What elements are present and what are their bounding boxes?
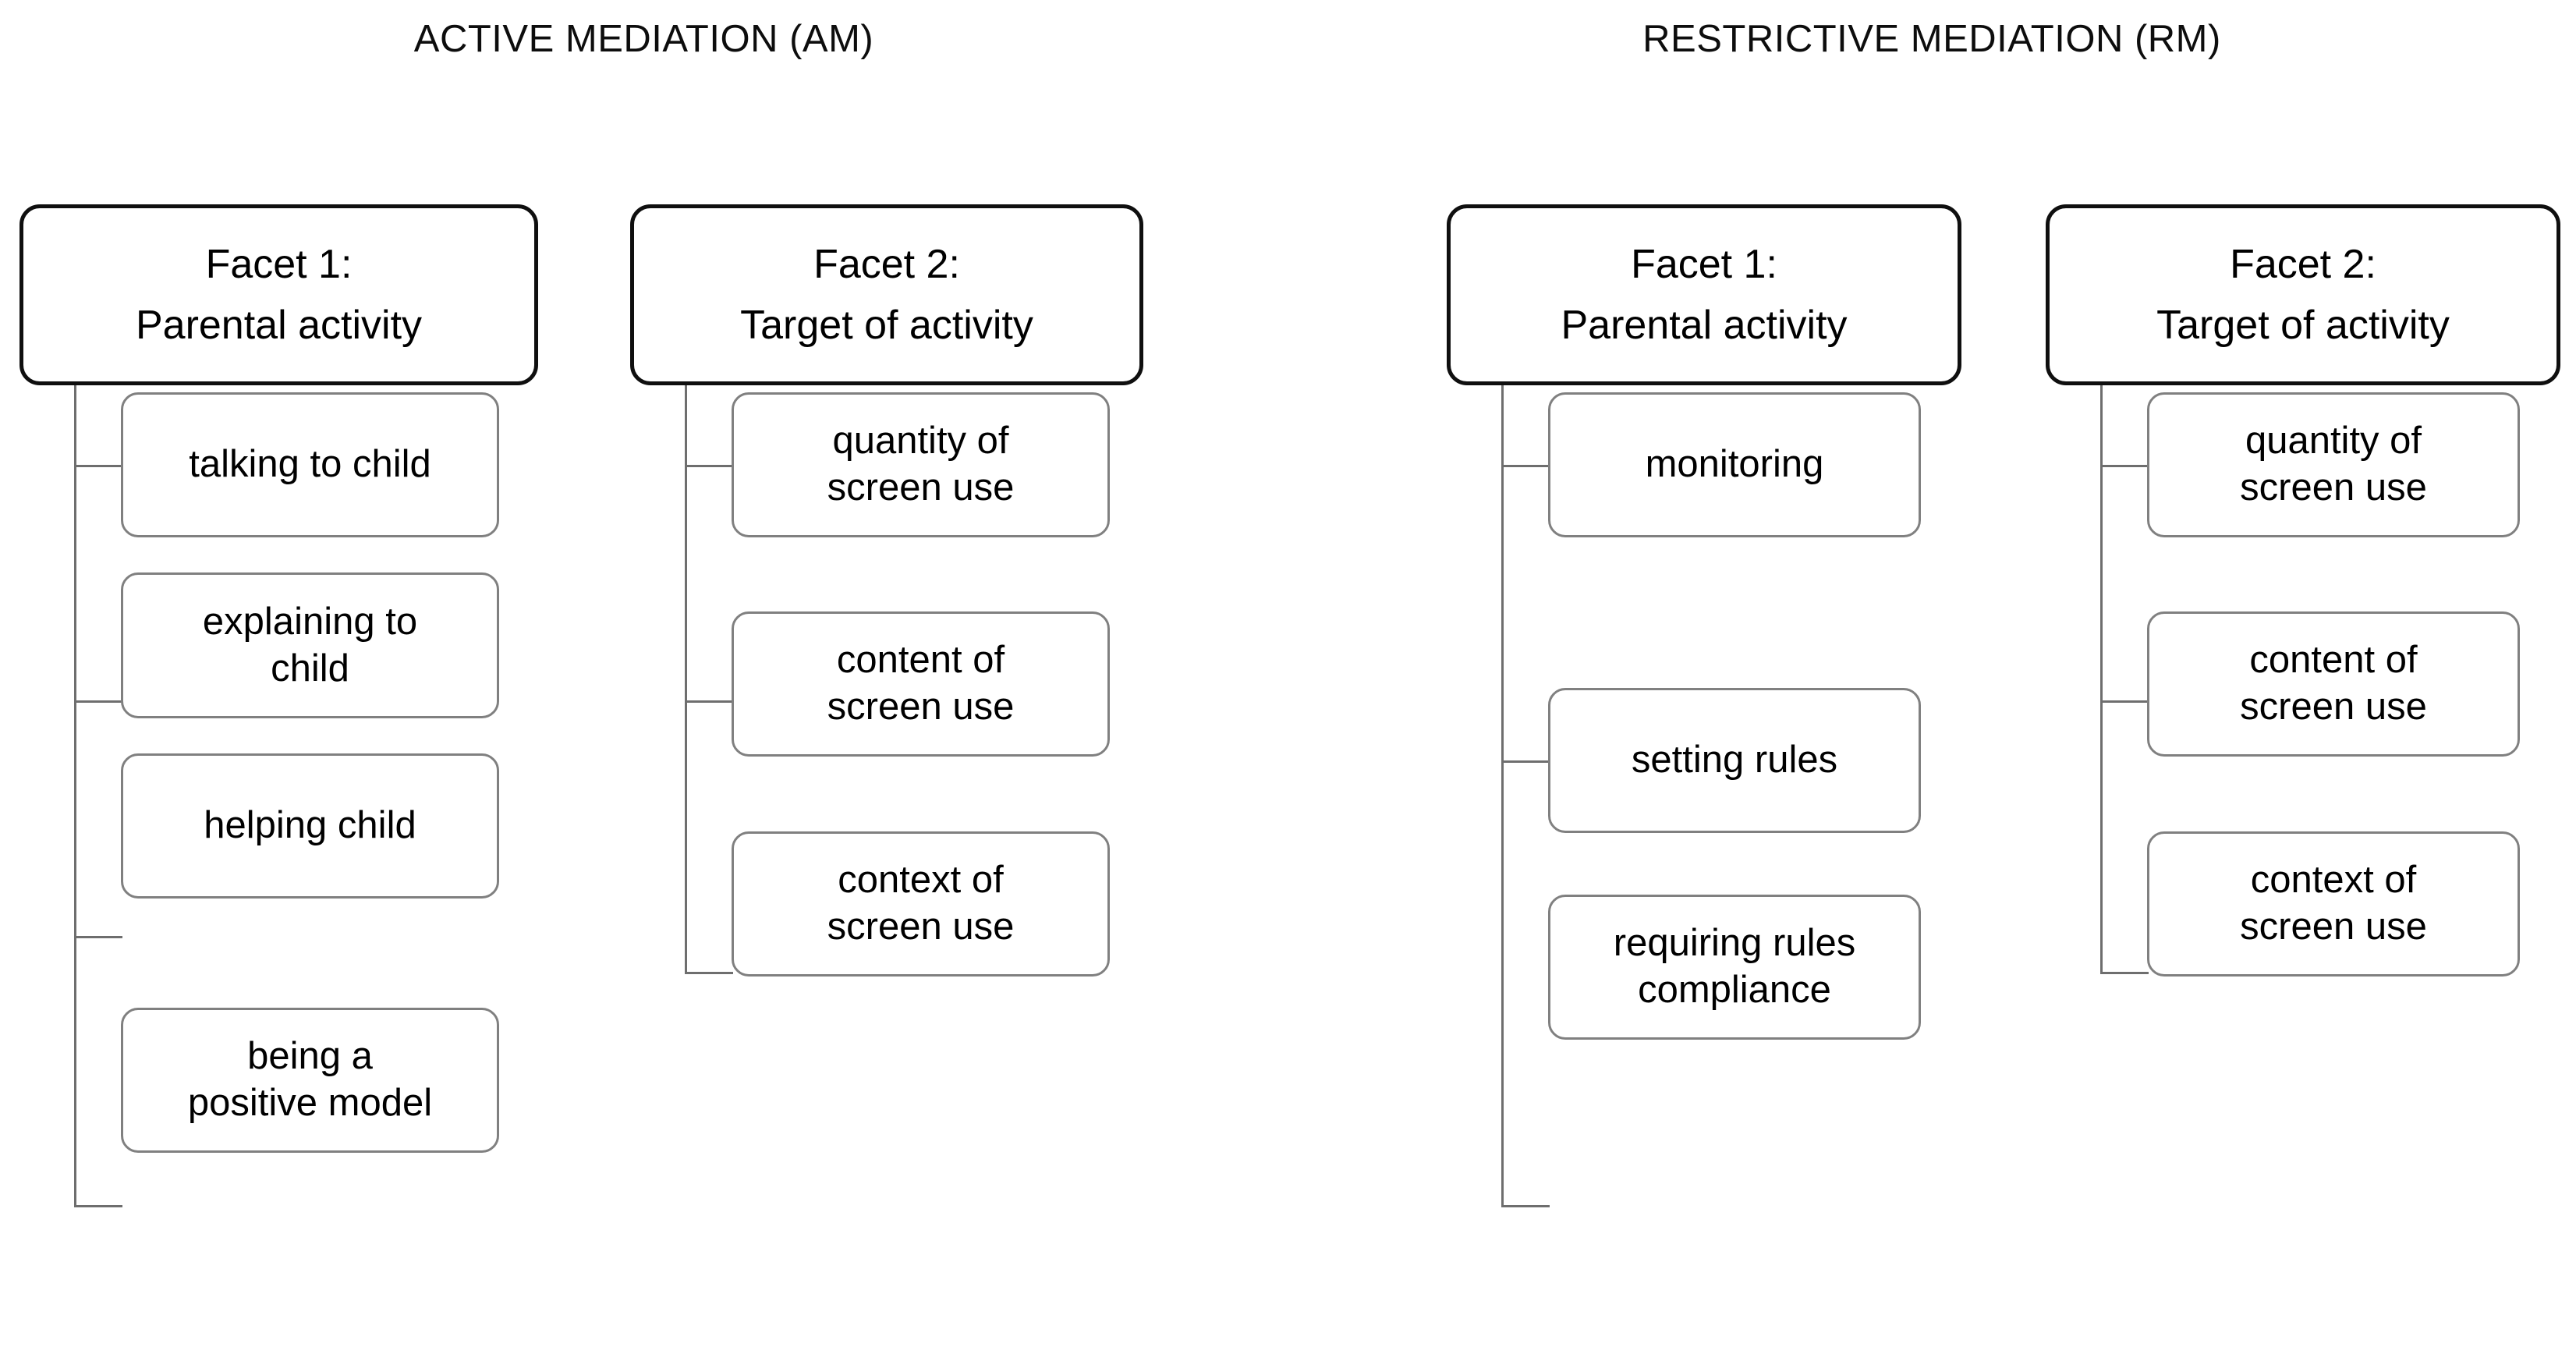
child-box-label: being a positive model [187,1035,433,1124]
connector-branch-rm-facet-2-child-2 [2100,700,2149,703]
facet-header-am-facet-1[interactable]: Facet 1: Parental activity [19,204,538,385]
child-box-label: content of screen use [2240,639,2427,728]
child-box-am-f2-content-of-screen-use[interactable]: content of screen use [732,611,1110,757]
connector-trunk-rm-facet-1 [1501,385,1504,1205]
child-box-label: content of screen use [827,639,1015,728]
child-box-rm-f1-monitoring[interactable]: monitoring [1548,392,1921,537]
child-box-label: requiring rules compliance [1613,922,1856,1011]
child-box-label: explaining to child [202,600,418,689]
child-box-label: monitoring [1645,443,1824,486]
connector-branch-am-facet-2-child-3 [685,972,733,974]
connector-branch-rm-facet-1-child-1 [1501,465,1550,467]
child-box-label: context of screen use [827,859,1015,948]
connector-trunk-rm-facet-2 [2100,385,2103,972]
facet-header-line1: Facet 1: [205,241,353,287]
connector-branch-am-facet-1-child-4 [74,1205,122,1207]
child-box-label: talking to child [189,443,431,486]
child-box-am-f1-helping-child[interactable]: helping child [121,753,499,899]
facet-header-line2: Target of activity [740,303,1033,348]
section-title-restrictive-mediation: RESTRICTIVE MEDIATION (RM) [1642,18,2221,60]
child-box-am-f1-being-a-positive-model[interactable]: being a positive model [121,1008,499,1153]
child-box-label: setting rules [1631,739,1838,782]
section-title-active-mediation: ACTIVE MEDIATION (AM) [413,18,874,60]
connector-branch-rm-facet-1-child-3 [1501,1205,1550,1207]
connector-branch-am-facet-1-child-2 [74,700,122,703]
child-box-rm-f2-quantity-of-screen-use[interactable]: quantity of screen use [2147,392,2520,537]
facet-header-line1: Facet 2: [2230,241,2376,287]
child-box-rm-f2-content-of-screen-use[interactable]: content of screen use [2147,611,2520,757]
facet-header-am-facet-2[interactable]: Facet 2: Target of activity [630,204,1143,385]
child-box-am-f1-explaining-to-child[interactable]: explaining to child [121,572,499,718]
connector-branch-am-facet-1-child-1 [74,465,122,467]
facet-header-rm-facet-1[interactable]: Facet 1: Parental activity [1447,204,1961,385]
facet-header-rm-facet-2[interactable]: Facet 2: Target of activity [2046,204,2560,385]
connector-branch-am-facet-2-child-1 [685,465,733,467]
connector-branch-am-facet-1-child-3 [74,936,122,938]
child-box-label: helping child [204,804,416,847]
connector-trunk-am-facet-1 [74,385,76,1205]
child-box-label: context of screen use [2240,859,2427,948]
child-box-am-f2-quantity-of-screen-use[interactable]: quantity of screen use [732,392,1110,537]
facet-header-line2: Target of activity [2156,303,2450,348]
facet-header-line1: Facet 2: [813,241,960,287]
connector-branch-rm-facet-2-child-3 [2100,972,2149,974]
child-box-am-f2-context-of-screen-use[interactable]: context of screen use [732,831,1110,977]
connector-branch-rm-facet-2-child-1 [2100,465,2149,467]
connector-branch-rm-facet-1-child-2 [1501,760,1550,763]
child-box-am-f1-talking-to-child[interactable]: talking to child [121,392,499,537]
connector-trunk-am-facet-2 [685,385,687,972]
child-box-label: quantity of screen use [2240,420,2427,509]
child-box-rm-f2-context-of-screen-use[interactable]: context of screen use [2147,831,2520,977]
facet-header-line2: Parental activity [1561,303,1848,348]
child-box-label: quantity of screen use [827,420,1015,509]
child-box-rm-f1-setting-rules[interactable]: setting rules [1548,688,1921,833]
facet-header-line2: Parental activity [135,303,423,348]
child-box-rm-f1-requiring-rules-compliance[interactable]: requiring rules compliance [1548,895,1921,1040]
connector-branch-am-facet-2-child-2 [685,700,733,703]
facet-header-line1: Facet 1: [1631,241,1777,287]
